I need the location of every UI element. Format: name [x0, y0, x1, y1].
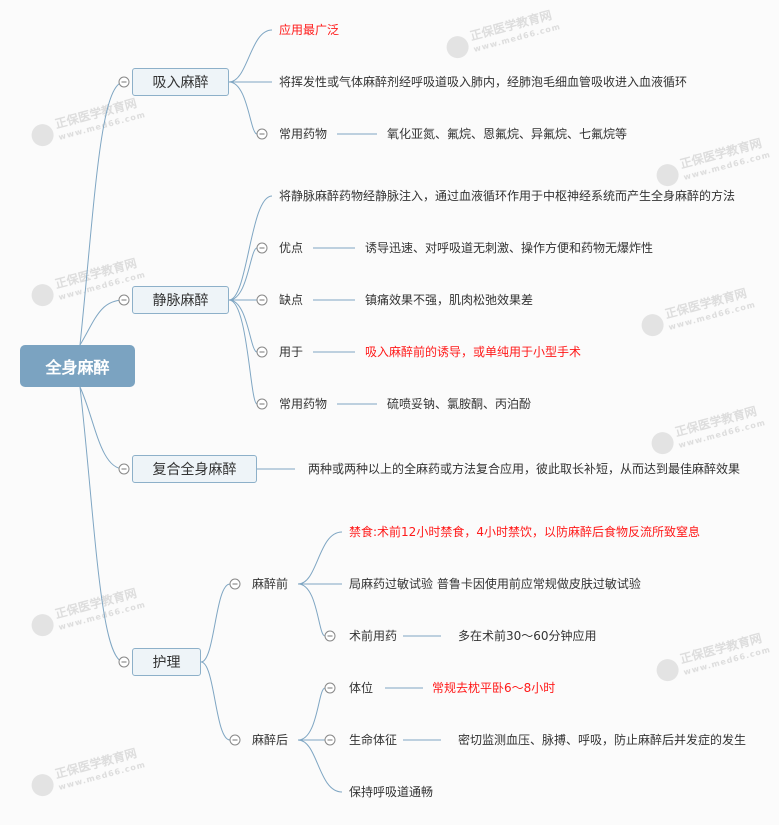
intravenous-cons-label: 缺点	[279, 293, 304, 307]
collapse-toggle-icon[interactable]	[324, 630, 336, 642]
root-label: 全身麻醉	[45, 358, 110, 377]
collapse-toggle-icon[interactable]	[256, 294, 268, 306]
collapse-toggle-icon[interactable]	[324, 734, 336, 746]
collapse-toggle-icon[interactable]	[324, 682, 336, 694]
inhalation-drugs-label: 常用药物	[279, 127, 328, 141]
collapse-toggle-icon[interactable]	[256, 128, 268, 140]
nursing-premed-label: 术前用药	[349, 629, 398, 643]
node-inhalation-anesthesia[interactable]: 吸入麻醉	[132, 68, 229, 96]
intravenous-use: 吸入麻醉前的诱导，或单纯用于小型手术	[365, 345, 582, 359]
nursing-fasting: 禁食:术前12小时禁食，4小时禁饮，以防麻醉后食物反流所致窒息	[349, 525, 700, 539]
collapse-toggle-icon[interactable]	[256, 346, 268, 358]
collapse-toggle-icon[interactable]	[118, 463, 130, 475]
inhalation-definition: 将挥发性或气体麻醉剂经呼吸道吸入肺内，经肺泡毛细血管吸收进入血液循环	[279, 75, 688, 89]
node-combined-anesthesia[interactable]: 复合全身麻醉	[132, 455, 257, 483]
node-nursing[interactable]: 护理	[132, 648, 201, 676]
collapse-toggle-icon[interactable]	[229, 578, 241, 590]
nursing-airway: 保持呼吸道通畅	[349, 785, 434, 799]
root-node[interactable]: 全身麻醉	[20, 345, 135, 387]
collapse-toggle-icon[interactable]	[118, 294, 130, 306]
collapse-toggle-icon[interactable]	[229, 734, 241, 746]
nursing-allergy-test: 局麻药过敏试验 普鲁卡因使用前应常规做皮肤过敏试验	[349, 577, 641, 591]
collapse-toggle-icon[interactable]	[256, 242, 268, 254]
intravenous-cons: 镇痛效果不强，肌肉松弛效果差	[365, 293, 534, 307]
intravenous-drugs-label: 常用药物	[279, 397, 328, 411]
nursing-after-label: 麻醉后	[252, 733, 289, 747]
nursing-position-label: 体位	[349, 681, 374, 695]
combined-definition: 两种或两种以上的全麻药或方法复合应用，彼此取长补短，从而达到最佳麻醉效果	[308, 462, 741, 476]
intravenous-pros-label: 优点	[279, 241, 304, 255]
node-intravenous-anesthesia[interactable]: 静脉麻醉	[132, 286, 229, 314]
collapse-toggle-icon[interactable]	[118, 76, 130, 88]
nursing-vitals: 密切监测血压、脉搏、呼吸，防止麻醉后并发症的发生	[458, 733, 747, 747]
intravenous-pros: 诱导迅速、对呼吸道无刺激、操作方便和药物无爆炸性	[365, 241, 654, 255]
intravenous-use-label: 用于	[279, 345, 304, 359]
collapse-toggle-icon[interactable]	[118, 656, 130, 668]
intravenous-definition: 将静脉麻醉药物经静脉注入，通过血液循环作用于中枢神经系统而产生全身麻醉的方法	[279, 189, 736, 203]
collapse-toggle-icon[interactable]	[256, 398, 268, 410]
nursing-premed: 多在术前30～60分钟应用	[458, 629, 597, 643]
nursing-vitals-label: 生命体征	[349, 733, 398, 747]
nursing-before-label: 麻醉前	[252, 577, 289, 591]
inhalation-drugs: 氧化亚氮、氟烷、恩氟烷、异氟烷、七氟烷等	[387, 127, 628, 141]
nursing-position: 常规去枕平卧6～8小时	[432, 681, 556, 695]
intravenous-drugs: 硫喷妥钠、氯胺酮、丙泊酚	[387, 397, 532, 411]
inhalation-note: 应用最广泛	[279, 23, 340, 37]
